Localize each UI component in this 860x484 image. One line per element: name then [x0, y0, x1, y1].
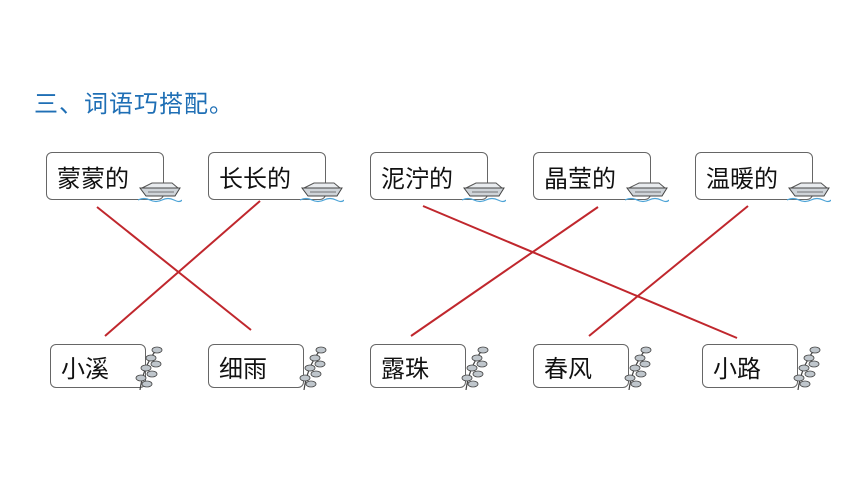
word-label: 春风 — [544, 354, 592, 383]
word-card-bottom-2[interactable]: 细雨 — [208, 344, 304, 388]
match-line-1 — [96, 206, 252, 331]
plant-icon — [793, 346, 821, 390]
word-label: 露珠 — [381, 354, 429, 383]
word-card-bottom-4[interactable]: 春风 — [533, 344, 629, 388]
match-line-4 — [410, 206, 599, 337]
match-line-5 — [588, 205, 749, 337]
word-label: 蒙蒙的 — [57, 164, 129, 193]
word-label: 长长的 — [219, 164, 291, 193]
word-card-top-1[interactable]: 蒙蒙的 — [46, 152, 164, 200]
match-line-3 — [422, 205, 738, 339]
plant-icon — [624, 346, 652, 390]
boat-icon — [138, 182, 182, 203]
word-card-bottom-1[interactable]: 小溪 — [50, 344, 146, 388]
word-label: 小溪 — [61, 354, 109, 383]
word-label: 泥泞的 — [381, 164, 453, 193]
match-line-2 — [104, 200, 261, 337]
plant-icon — [461, 346, 489, 390]
plant-icon — [299, 346, 327, 390]
word-card-bottom-5[interactable]: 小路 — [702, 344, 798, 388]
word-label: 小路 — [713, 354, 761, 383]
boat-icon — [300, 182, 344, 203]
word-card-top-5[interactable]: 温暖的 — [695, 152, 813, 200]
word-label: 晶莹的 — [544, 164, 616, 193]
word-card-bottom-3[interactable]: 露珠 — [370, 344, 466, 388]
boat-icon — [787, 182, 831, 203]
word-card-top-4[interactable]: 晶莹的 — [533, 152, 651, 200]
exercise-title: 三、词语巧搭配。 — [34, 90, 234, 118]
word-label: 温暖的 — [706, 164, 778, 193]
boat-icon — [462, 182, 506, 203]
plant-icon — [135, 346, 163, 390]
boat-icon — [625, 182, 669, 203]
word-label: 细雨 — [219, 354, 267, 383]
